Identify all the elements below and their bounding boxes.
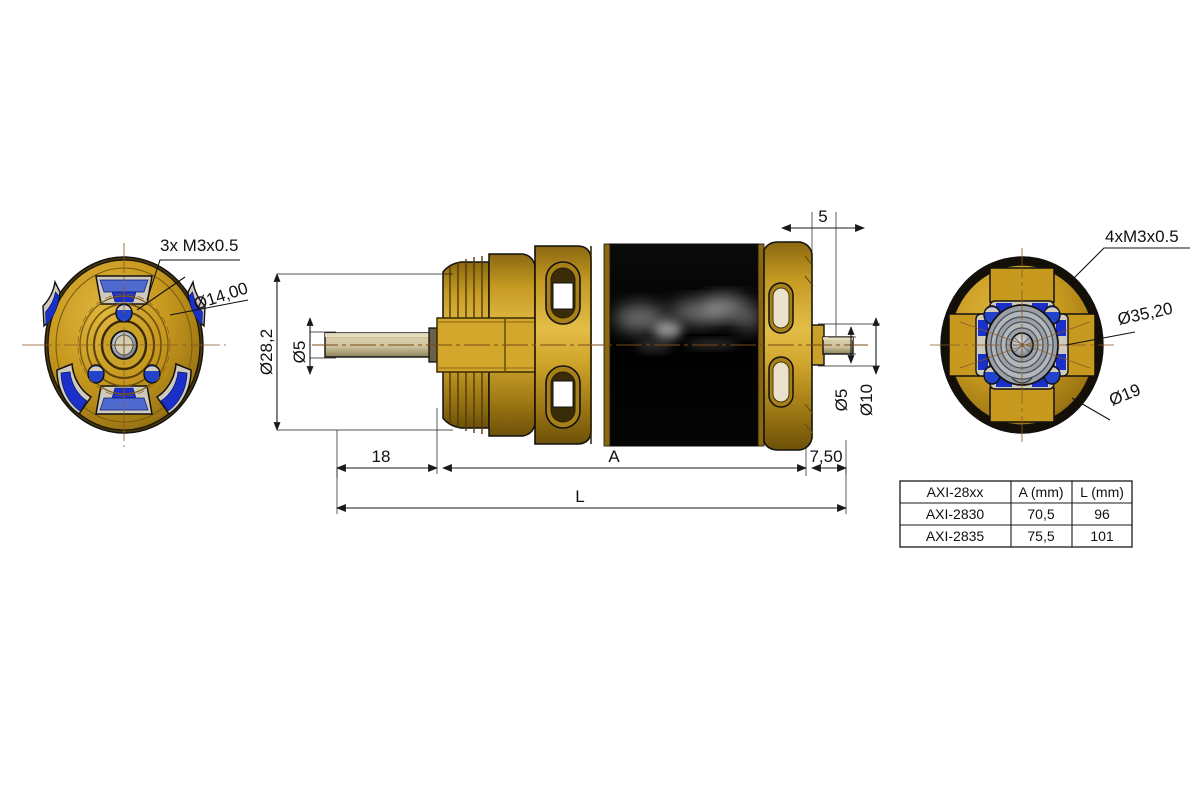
- table-row: AXI-2830: [926, 506, 985, 522]
- callout-4x-m3: 4xM3x0.5: [1105, 227, 1179, 246]
- dim-rear-boss-diameter: Ø10: [857, 384, 876, 416]
- can-specular-highlights: [614, 296, 758, 351]
- callout-3x-m3: 3x M3x0.5: [160, 236, 238, 255]
- rear-end-cap: [763, 241, 825, 451]
- dim-front-shaft-length: 18: [372, 447, 391, 466]
- dim-can-diameter: Ø28,2: [257, 329, 276, 375]
- dim-front-shaft-diameter: Ø5: [290, 341, 309, 364]
- housing-window: [545, 261, 581, 429]
- table-row: 70,5: [1027, 506, 1054, 522]
- table-row: AXI-2835: [926, 528, 985, 544]
- motor-dimension-table: AXI-28xx A (mm) L (mm) AXI-2830 70,5 96 …: [899, 480, 1133, 548]
- dim-overall-length: L: [575, 487, 584, 506]
- table-row: 75,5: [1027, 528, 1054, 544]
- front-face-view: [22, 243, 249, 447]
- table-header-a: A (mm): [1018, 484, 1063, 500]
- dim-rear-shaft-diameter: Ø5: [832, 389, 851, 412]
- dim-rear-shaft-length: 7,50: [809, 447, 842, 466]
- table-row: 101: [1090, 528, 1114, 544]
- front-face-window: [42, 279, 206, 416]
- table-row: 96: [1094, 506, 1110, 522]
- rear-face-view: [930, 247, 1190, 442]
- side-elevation-view: [312, 241, 868, 451]
- dim-rear-shaft-step: 5: [818, 207, 827, 226]
- dimension-lines: [273, 212, 880, 514]
- table-header-model: AXI-28xx: [927, 484, 984, 500]
- dimension-texts: Ø28,2 Ø5 5 Ø5 Ø10 18 A 7,50 L: [257, 207, 876, 506]
- table-header-l: L (mm): [1080, 484, 1124, 500]
- rear-cap-window: [768, 282, 794, 408]
- dim-body-length: A: [608, 447, 620, 466]
